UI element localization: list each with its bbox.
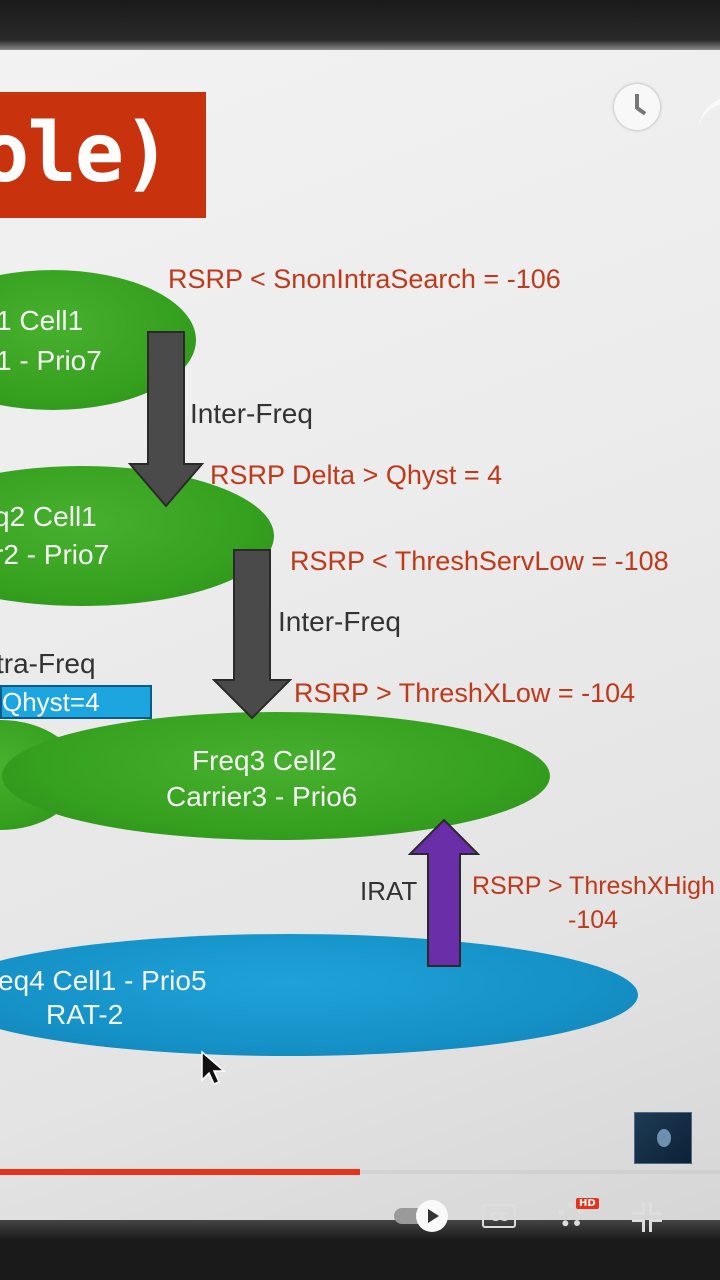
cell-freq4-ellipse xyxy=(0,934,638,1056)
label-snon-intra-search: RSRP < SnonIntraSearch = -106 xyxy=(168,264,561,294)
cell-freq1-line1: 1 Cell1 xyxy=(0,305,84,336)
label-thresh-x-high-value: -104 xyxy=(568,906,619,934)
cell-freq3-ellipse xyxy=(2,712,550,840)
cell-freq2-line2: r2 - Prio7 xyxy=(0,539,110,570)
settings-gear-icon[interactable] xyxy=(558,1202,584,1228)
label-thresh-x-low: RSRP > ThreshXLow = -104 xyxy=(294,678,636,708)
cell-freq4-line1: eq4 Cell1 - Prio5 xyxy=(0,965,207,996)
fullscreen-exit-icon[interactable] xyxy=(632,1202,662,1232)
label-irat: IRAT xyxy=(360,876,418,906)
watch-later-clock-icon[interactable] xyxy=(614,84,660,130)
cell-freq3-line2: Carrier3 - Prio6 xyxy=(166,781,358,812)
arrow-down-gray-2-icon xyxy=(212,549,292,720)
player-controls: CC HD xyxy=(0,1180,720,1240)
progress-track[interactable] xyxy=(0,1170,720,1174)
label-intra-freq: tra-Freq xyxy=(0,648,96,679)
cc-icon[interactable]: CC xyxy=(482,1204,516,1228)
channel-logo[interactable] xyxy=(634,1112,692,1164)
arrow-down-gray-1-icon xyxy=(127,331,205,508)
autoplay-play-icon xyxy=(416,1200,448,1232)
progress-bar[interactable] xyxy=(0,1166,720,1176)
progress-fill xyxy=(0,1169,360,1175)
arrow-up-purple-icon xyxy=(408,818,480,967)
qhyst-callout-box: Qhyst=4 xyxy=(0,685,152,719)
label-thresh-serv-low: RSRP < ThreshServLow = -108 xyxy=(290,546,669,576)
cell-freq2-line1: q2 Cell1 xyxy=(0,501,97,532)
cell-freq1-line2: 1 - Prio7 xyxy=(0,345,102,376)
label-inter-freq-2: Inter-Freq xyxy=(278,606,401,637)
label-inter-freq-1: Inter-Freq xyxy=(190,398,313,429)
hd-badge: HD xyxy=(576,1198,599,1209)
label-rsrp-delta-qhyst: RSRP Delta > Qhyst = 4 xyxy=(210,460,503,490)
cell-freq4-line2: RAT-2 xyxy=(46,999,124,1030)
mouse-cursor-icon xyxy=(201,1050,226,1085)
cell-freq3-line1: Freq3 Cell2 xyxy=(192,745,337,776)
label-thresh-x-high: RSRP > ThreshXHigh xyxy=(472,872,715,900)
autoplay-toggle[interactable] xyxy=(394,1200,452,1232)
slide-title-banner: ole) xyxy=(0,92,206,218)
slide-title-text: ole) xyxy=(0,106,171,201)
